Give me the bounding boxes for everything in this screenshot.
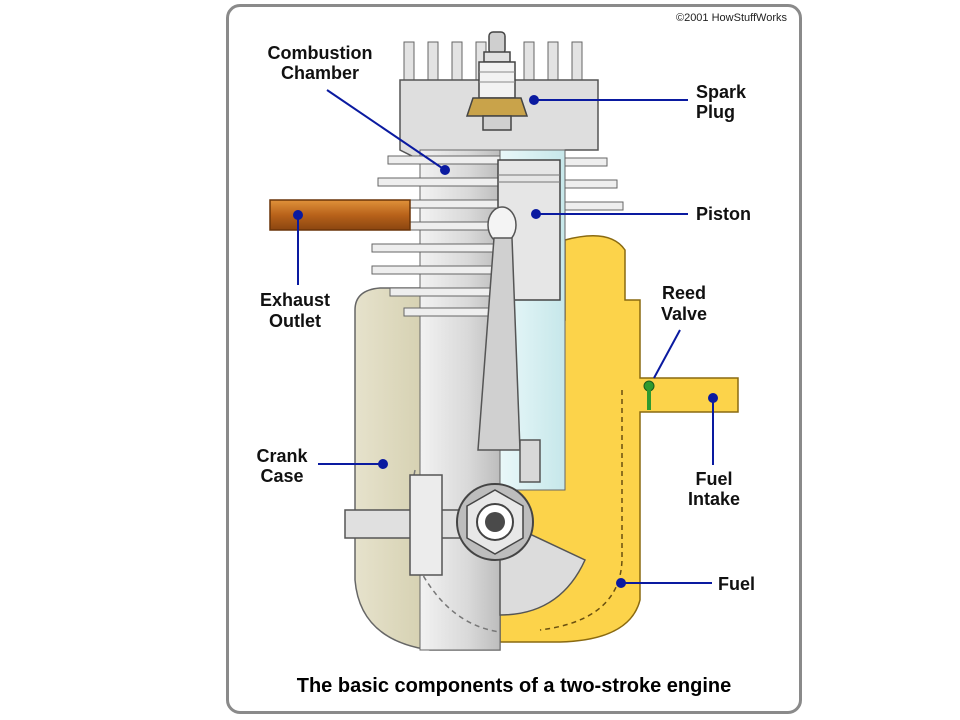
svg-text:Crank: Crank	[256, 446, 308, 466]
spark-plug	[465, 31, 529, 131]
svg-text:Outlet: Outlet	[269, 311, 321, 331]
svg-text:Valve: Valve	[661, 304, 707, 324]
diagram-caption: The basic components of a two-stroke eng…	[297, 675, 732, 697]
svg-text:Exhaust: Exhaust	[260, 290, 330, 310]
reed-valve	[643, 380, 655, 410]
svg-text:Fuel: Fuel	[718, 574, 755, 594]
svg-text:Plug: Plug	[696, 102, 735, 122]
label-combustion-chamber: Combustion Chamber	[268, 43, 373, 83]
label-fuel-intake: Fuel Intake	[688, 469, 740, 509]
fuel-passage-dashed-line	[539, 390, 623, 631]
label-fuel: Fuel	[718, 574, 755, 594]
svg-text:Reed: Reed	[662, 283, 706, 303]
svg-text:Case: Case	[260, 466, 303, 486]
label-exhaust-outlet: Exhaust Outlet	[260, 290, 330, 331]
copyright-text: ©2001 HowStuffWorks	[676, 12, 788, 24]
leader-lines	[293, 89, 718, 588]
crank-arm	[344, 509, 466, 539]
label-piston: Piston	[696, 204, 751, 224]
svg-text:Chamber: Chamber	[281, 63, 359, 83]
label-crank-case: Crank Case	[256, 446, 308, 486]
svg-text:Intake: Intake	[688, 489, 740, 509]
crank-pin-block	[409, 474, 443, 576]
label-spark-plug: Spark Plug	[696, 82, 747, 122]
exhaust-pipe	[269, 199, 411, 231]
label-reed-valve: Reed Valve	[661, 283, 707, 324]
svg-text:Piston: Piston	[696, 204, 751, 224]
svg-text:Combustion: Combustion	[268, 43, 373, 63]
svg-text:Spark: Spark	[696, 82, 747, 102]
crank-hub	[456, 483, 534, 561]
svg-text:Fuel: Fuel	[695, 469, 732, 489]
connecting-rod-bolt	[519, 439, 541, 483]
